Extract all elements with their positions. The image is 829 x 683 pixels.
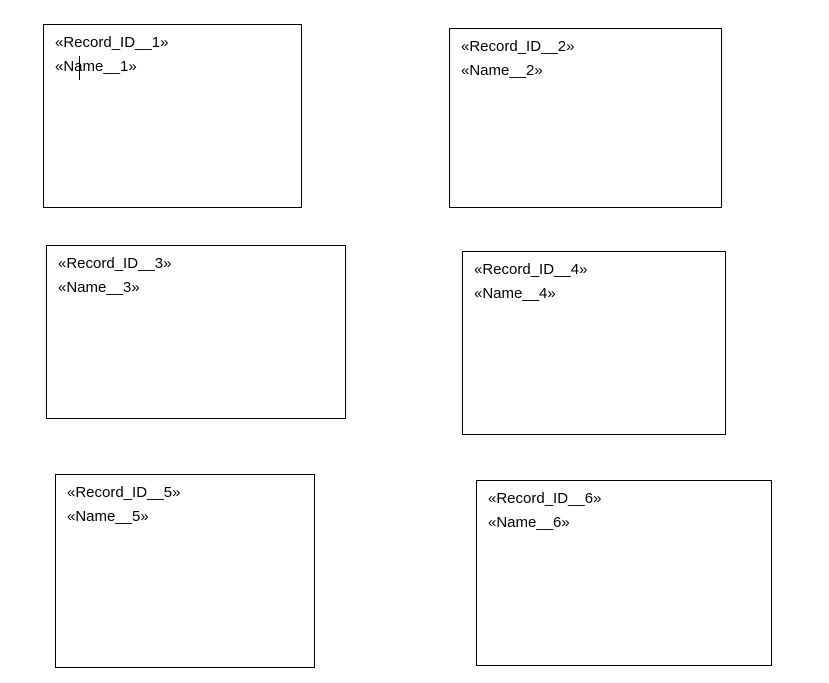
record-id-field[interactable]: «Record_ID__3»	[58, 255, 172, 272]
record-id-field[interactable]: «Record_ID__1»	[55, 34, 169, 51]
name-field[interactable]: «Name__4»	[474, 285, 556, 302]
name-field[interactable]: «Name__5»	[67, 508, 149, 525]
text-cursor	[79, 56, 80, 80]
record-id-field[interactable]: «Record_ID__6»	[488, 490, 602, 507]
record-id-field[interactable]: «Record_ID__5»	[67, 484, 181, 501]
label-box-4[interactable]: «Record_ID__4» «Name__4»	[462, 251, 726, 435]
label-box-3[interactable]: «Record_ID__3» «Name__3»	[46, 245, 346, 419]
record-id-field[interactable]: «Record_ID__4»	[474, 261, 588, 278]
name-field[interactable]: «Name__2»	[461, 62, 543, 79]
label-box-5[interactable]: «Record_ID__5» «Name__5»	[55, 474, 315, 668]
record-id-field[interactable]: «Record_ID__2»	[461, 38, 575, 55]
name-field[interactable]: «Name__3»	[58, 279, 140, 296]
name-field[interactable]: «Name__1»	[55, 58, 137, 75]
label-box-2[interactable]: «Record_ID__2» «Name__2»	[449, 28, 722, 208]
label-box-1[interactable]: «Record_ID__1» «Name__1»	[43, 24, 302, 208]
name-field[interactable]: «Name__6»	[488, 514, 570, 531]
label-box-6[interactable]: «Record_ID__6» «Name__6»	[476, 480, 772, 666]
